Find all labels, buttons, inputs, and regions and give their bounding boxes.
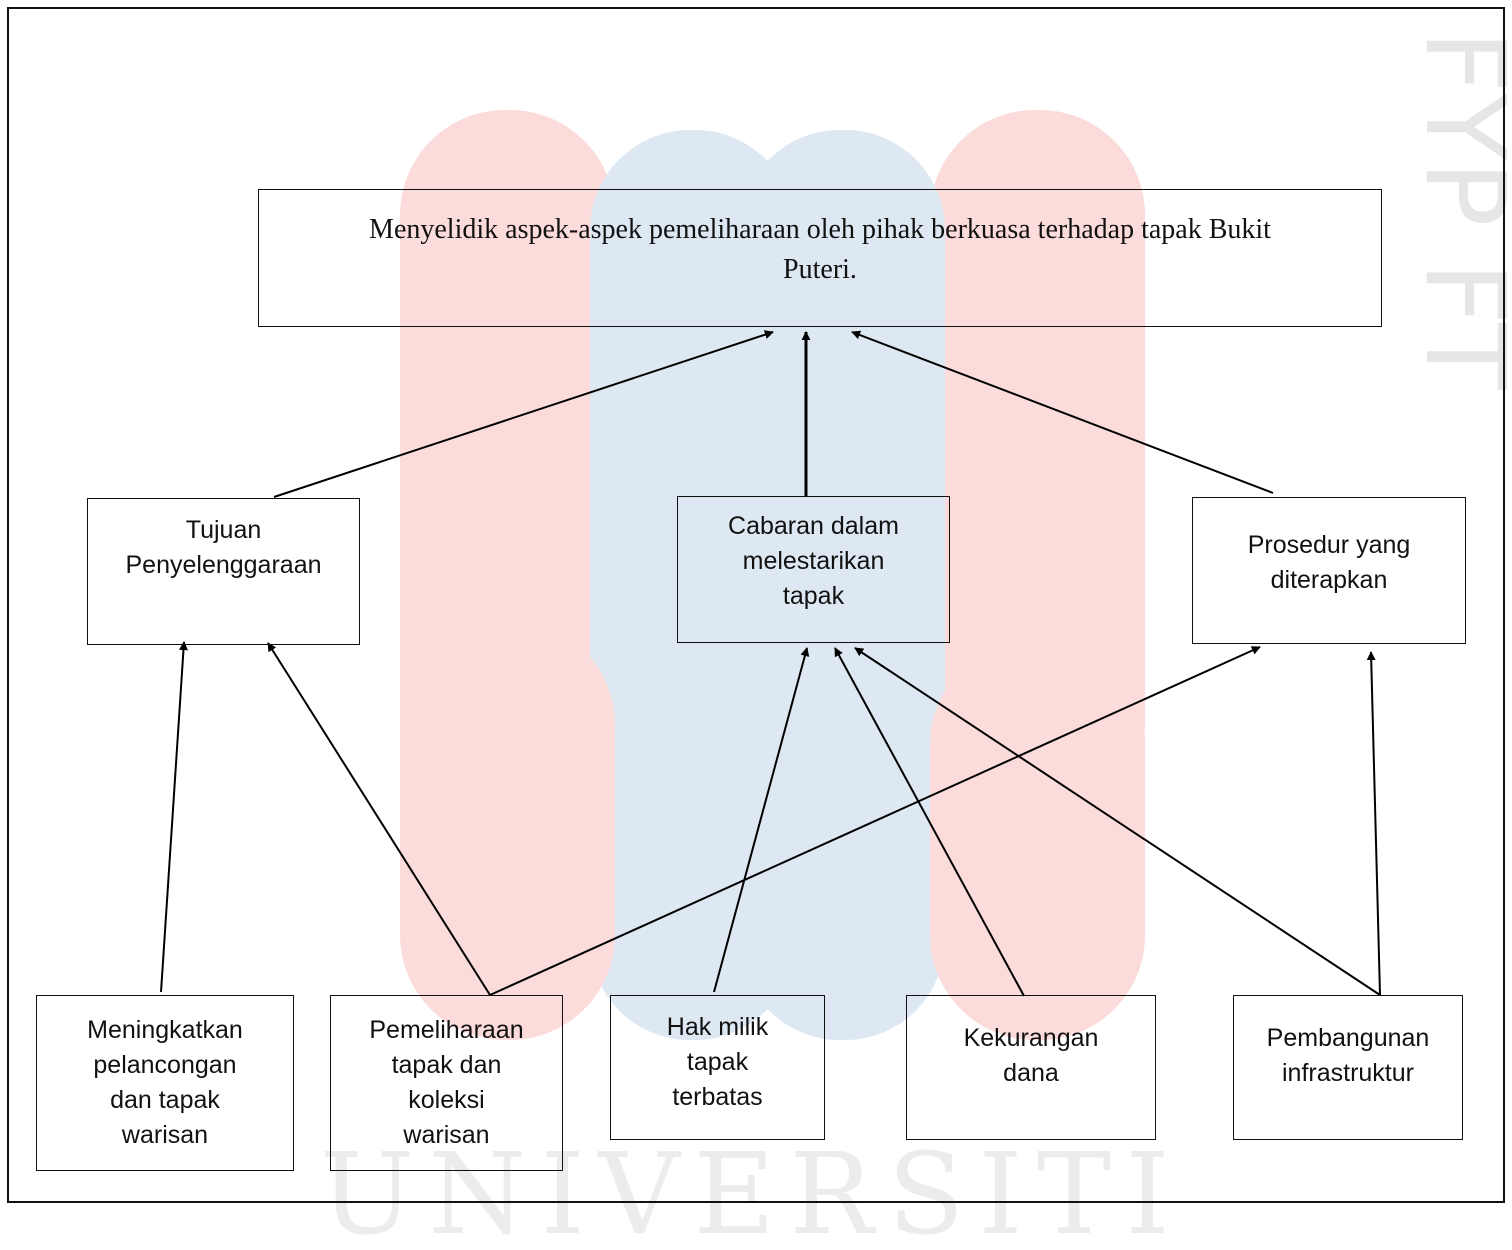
arrow-hak-to-cabaran xyxy=(713,647,810,993)
arrow-infra-to-cabaran xyxy=(854,647,1381,996)
page-frame xyxy=(7,7,1505,1203)
node-pemeliharaan-tapak: Pemeliharaan tapak dan koleksi warisan xyxy=(330,995,563,1171)
node-cabaran: Cabaran dalam melestarikan tapak xyxy=(677,496,950,643)
watermark-red-bottom-left xyxy=(400,620,615,1040)
node-dana-label: Kekurangan dana xyxy=(963,1024,1099,1087)
watermark-side-text: FYP FTKW xyxy=(1420,30,1510,390)
arrow-infra-to-prosedur xyxy=(1366,651,1381,996)
node-kekurangan-dana: Kekurangan dana xyxy=(906,995,1156,1140)
watermark: UNIVERSITI FYP FTKW xyxy=(320,30,1510,1250)
node-tujuan-label: Tujuan Penyelenggaraan xyxy=(125,516,322,579)
node-cabaran-label: Cabaran dalam melestarikan tapak xyxy=(728,512,899,610)
watermark-red-right xyxy=(930,110,1145,830)
node-hak-milik: Hak milik tapak terbatas xyxy=(610,995,825,1140)
node-tujuan-penyelenggaraan: Tujuan Penyelenggaraan xyxy=(87,498,360,645)
node-infrastruktur-label: Pembangunan infrastruktur xyxy=(1266,1024,1430,1087)
node-meningkatkan-pelancongan: Meningkatkan pelancongan dan tapak waris… xyxy=(36,995,294,1171)
arrow-pemeliharaan-to-tujuan xyxy=(267,642,491,996)
node-prosedur-label: Prosedur yang diterapkan xyxy=(1247,531,1411,594)
node-pembangunan-infrastruktur: Pembangunan infrastruktur xyxy=(1233,995,1463,1140)
node-pemeliharaan-label: Pemeliharaan tapak dan koleksi warisan xyxy=(369,1016,524,1149)
arrow-meningkat-to-tujuan xyxy=(160,641,188,993)
arrow-dana-to-cabaran xyxy=(834,647,1025,997)
connector-arrows xyxy=(160,330,1381,997)
watermark-logo xyxy=(400,110,1145,1040)
arrow-tujuan-to-top xyxy=(273,330,774,498)
arrow-pemeliharaan-to-prosedur xyxy=(489,646,1261,996)
main-objective-text: Menyelidik aspek-aspek pemeliharaan oleh… xyxy=(369,214,1271,285)
watermark-red-bottom-right xyxy=(930,640,1145,1040)
node-hak-milik-label: Hak milik tapak terbatas xyxy=(666,1013,769,1111)
main-objective-box: Menyelidik aspek-aspek pemeliharaan oleh… xyxy=(258,189,1382,327)
arrow-prosedur-to-top xyxy=(851,330,1274,494)
node-meningkatkan-label: Meningkatkan pelancongan dan tapak waris… xyxy=(87,1016,243,1149)
node-prosedur: Prosedur yang diterapkan xyxy=(1192,497,1466,644)
